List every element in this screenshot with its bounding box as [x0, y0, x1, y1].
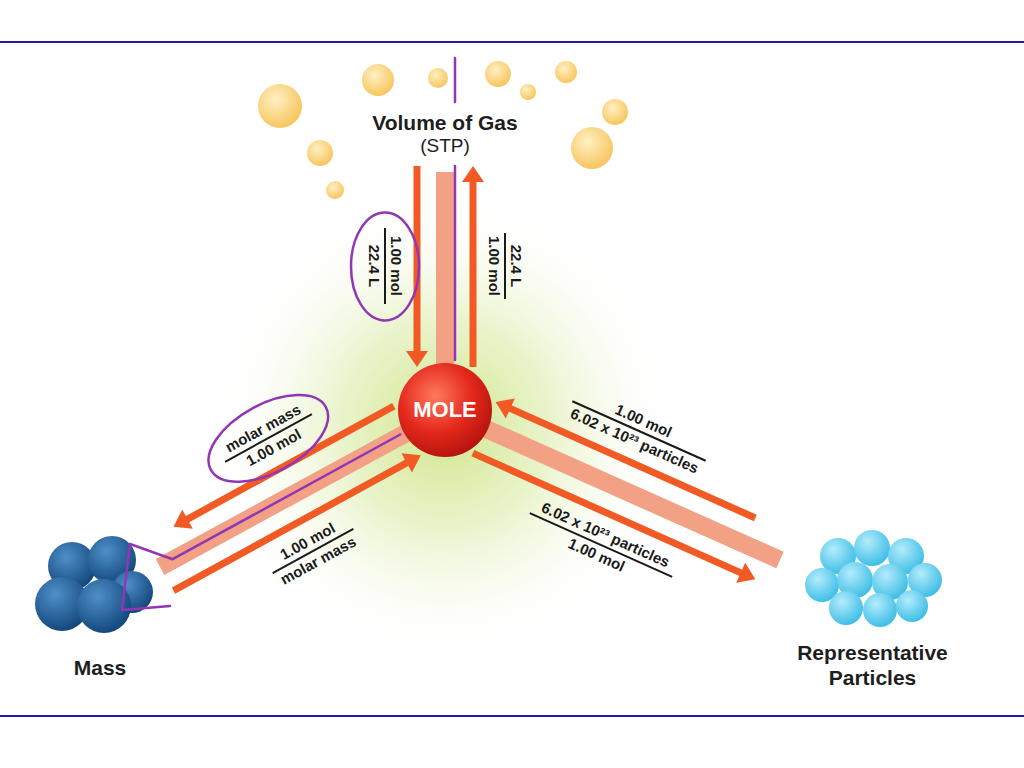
pen-circle — [351, 212, 419, 320]
node-subtitle: (STP) — [420, 135, 470, 158]
pen-stroke — [454, 166, 457, 360]
conversion-arrow — [470, 180, 477, 367]
conversion-arrow — [186, 406, 394, 520]
node-title: Mass — [74, 655, 127, 680]
arrow-head — [496, 398, 515, 418]
node-title: Volume of Gas — [372, 110, 517, 135]
conversion-factor: 1.00 mol 22.4 L — [363, 228, 407, 304]
arrow-head — [174, 509, 193, 528]
arrow-head — [401, 453, 420, 472]
fraction-bar — [385, 228, 387, 304]
mass-spheres — [35, 536, 153, 633]
conversion-factor: 22.4 L 1.00 mol — [483, 233, 527, 299]
rule-line — [0, 715, 1024, 717]
particles-node: Representative Particles — [759, 512, 986, 690]
pen-circle — [195, 377, 343, 500]
arrow-head — [462, 166, 484, 182]
arrow-head — [406, 351, 428, 367]
arrow-head — [736, 563, 755, 583]
rule-line — [0, 41, 1024, 43]
spoke-bands — [160, 172, 780, 567]
gas-volume-node: Volume of Gas(STP) — [340, 106, 550, 162]
pen-stroke — [454, 58, 457, 102]
gas-bubbles — [258, 61, 628, 199]
node-title: Representative Particles — [759, 640, 986, 690]
mole-label: MOLE — [413, 397, 477, 423]
mass-node: Mass — [30, 518, 170, 680]
mole-circle: MOLE — [397, 362, 493, 458]
fraction-bar — [505, 233, 507, 299]
conversion-arrow — [174, 462, 409, 591]
particle-spheres — [805, 530, 942, 627]
